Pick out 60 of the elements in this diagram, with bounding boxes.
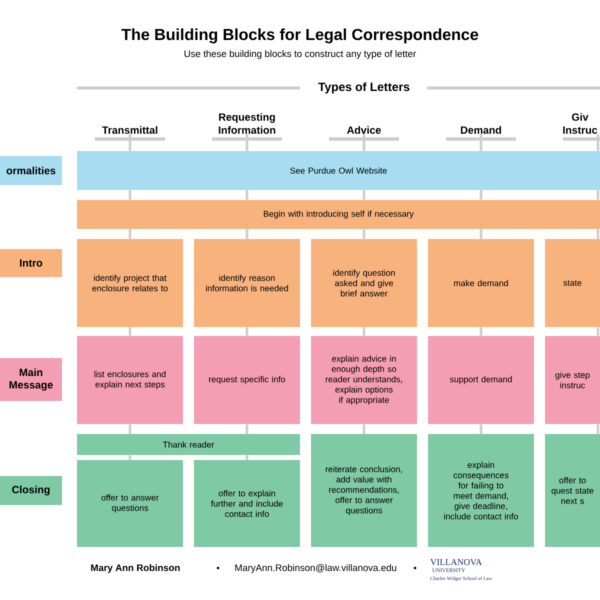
block-bar: Begin with introducing self if necessary — [77, 200, 600, 229]
block-box: request specific info — [194, 336, 300, 424]
block-box: support demand — [428, 336, 534, 424]
title: The Building Blocks for Legal Correspondence — [121, 28, 478, 44]
column-heading: Demand — [461, 126, 502, 134]
column-line — [480, 134, 482, 151]
school-name: VILLANOVA — [430, 559, 482, 566]
column-line — [246, 455, 248, 460]
column-line — [596, 134, 600, 151]
column-line — [362, 327, 366, 336]
column-line — [362, 134, 366, 151]
section-heading: Types of Letters — [318, 82, 410, 94]
block-box: offer to quest state next s — [545, 434, 600, 547]
column-line — [128, 327, 132, 336]
row-label: Closing — [0, 476, 62, 505]
block-bar: See Purdue Owl Website — [77, 151, 600, 190]
block-box: state — [545, 239, 600, 327]
block-box: identify project that enclosure relates to — [77, 239, 183, 327]
block-box: explain advice in enough depth so reader understands, explain options if appropriate — [311, 336, 417, 424]
column-heading: Giv Instruc — [563, 113, 598, 134]
block-box: give step instruc — [545, 336, 600, 424]
column-line — [128, 229, 132, 239]
column-line — [128, 190, 132, 200]
block-box: offer to answer questions — [77, 460, 183, 547]
column-line — [596, 327, 600, 336]
block-bar: Thank reader — [77, 434, 300, 455]
block-box: make demand — [428, 239, 534, 327]
column-line — [480, 424, 482, 434]
column-line — [596, 424, 600, 434]
column-line — [246, 229, 248, 239]
column-line — [596, 229, 600, 239]
column-line — [128, 455, 132, 460]
column-heading: Advice — [347, 126, 381, 134]
row-label: Intro — [0, 249, 62, 277]
column-line — [128, 134, 132, 151]
column-line — [246, 134, 248, 151]
column-line — [128, 424, 132, 434]
block-box: identify reason information is needed — [194, 239, 300, 327]
block-box: reiterate conclusion, add value with recommendations, offer to answer questions — [311, 434, 417, 547]
block-box: explain consequences for failing to meet demand, give deadline, include contact info — [428, 434, 534, 547]
block-box: list enclosures and explain next steps — [77, 336, 183, 424]
column-line — [246, 424, 248, 434]
email-address: MaryAnn.Robinson@law.villanova.edu — [235, 564, 396, 573]
block-box: offer to explain further and include contact info — [194, 460, 300, 547]
column-line — [362, 190, 366, 200]
column-line — [480, 327, 482, 336]
column-line — [246, 190, 248, 200]
subtitle: Use these building blocks to construct any type of letter — [184, 50, 416, 59]
block-box: identify question asked and give brief answer — [311, 239, 417, 327]
column-line — [362, 229, 366, 239]
column-line — [246, 327, 248, 336]
column-heading: Transmittal — [102, 126, 158, 134]
row-label: Main Message — [0, 358, 62, 401]
row-label: ormalities — [0, 156, 62, 185]
column-line — [480, 229, 482, 239]
column-line — [480, 190, 482, 200]
column-line — [596, 190, 600, 200]
column-heading: Requesting Information — [218, 113, 276, 134]
column-line — [362, 424, 366, 434]
author-name: Mary Ann Robinson — [91, 564, 180, 573]
